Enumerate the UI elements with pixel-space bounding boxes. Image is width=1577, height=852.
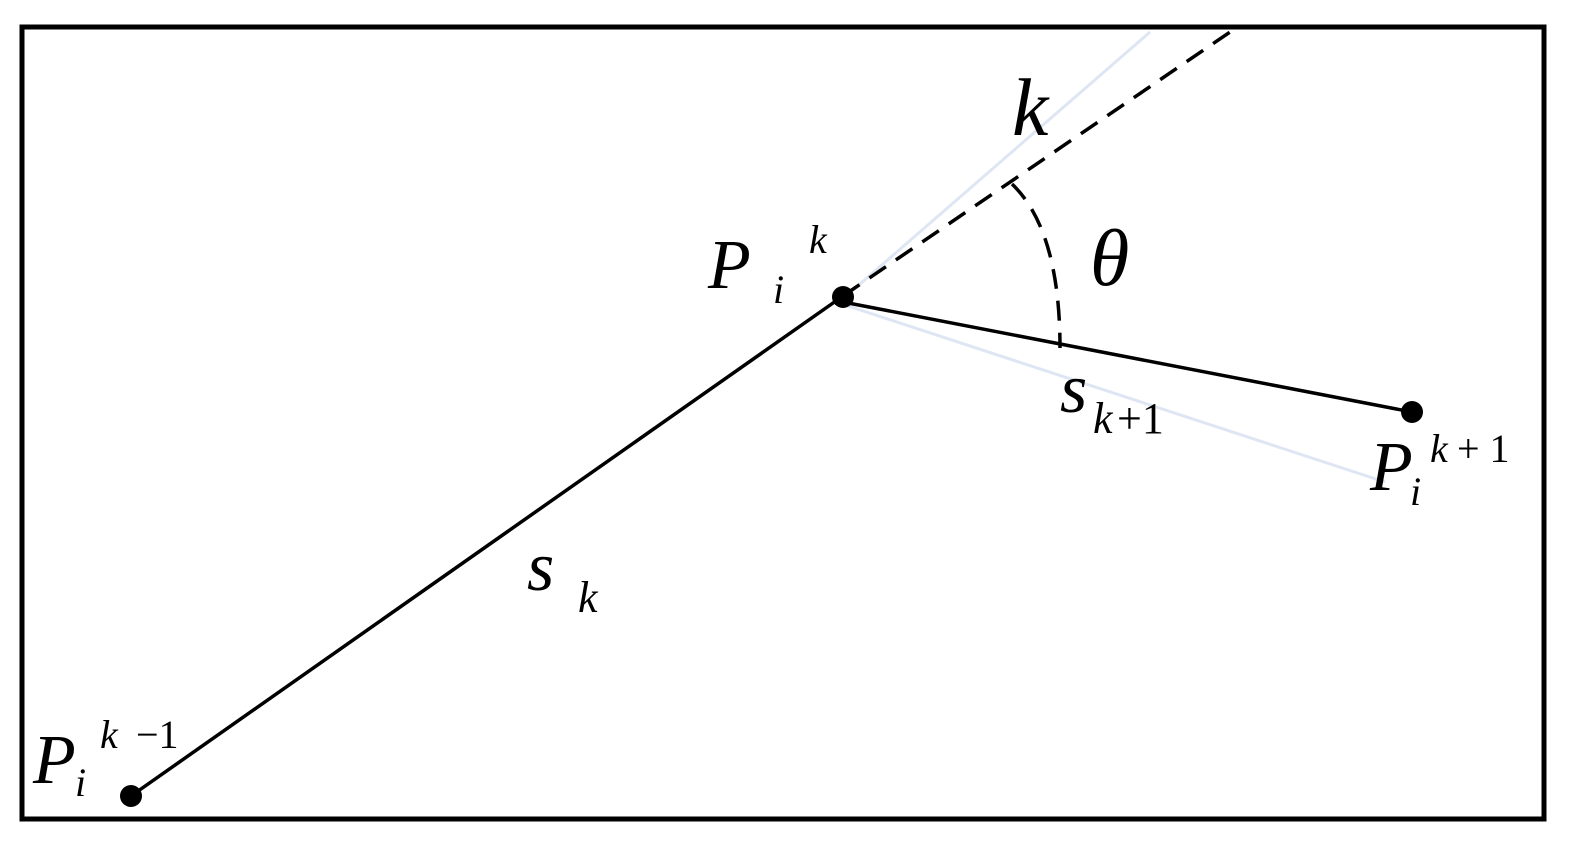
label-p-next-sup-k: k [1430,426,1449,471]
label-s-k1-sub-op: +1 [1117,394,1164,443]
label-p-cur-sub: i [773,267,784,312]
segment-s-k [129,294,845,798]
ghost-next-segment-line [844,303,1386,484]
label-p-next: P i k + 1 [1369,426,1510,514]
label-p-next-sup-op: + 1 [1457,426,1510,471]
point-p-next [1401,401,1423,423]
label-p-cur: P i k [707,217,828,312]
label-p-next-sub: i [1410,469,1421,514]
diagram-frame [19,24,1547,822]
label-s-k-main: s [527,529,554,606]
segment-s-k-plus-1 [842,300,1413,414]
point-p-prev [120,785,142,807]
label-s-k: s k [527,529,599,622]
extension-ray-k [842,28,1234,298]
label-p-cur-sup-k: k [809,217,828,262]
label-s-k1-sub-k: k [1093,394,1114,443]
label-s-k1-main: s [1060,351,1087,428]
label-k-ray: k [1012,62,1050,153]
label-s-k-sub: k [578,573,599,622]
label-p-cur-main: P [707,227,751,304]
label-p-prev-sub: i [75,760,86,805]
label-p-prev-sup-k: k [100,712,119,757]
point-p-cur [832,286,854,308]
label-p-next-main: P [1369,429,1413,506]
label-s-k-plus-1: s k +1 [1060,351,1164,443]
label-p-prev-main: P [32,722,76,799]
angle-arc-theta [1010,182,1062,349]
label-p-prev: P i k −1 [32,712,179,805]
label-p-prev-sup-op: −1 [136,712,179,757]
ghost-extension-line [844,30,1151,299]
label-theta: θ [1090,215,1129,303]
